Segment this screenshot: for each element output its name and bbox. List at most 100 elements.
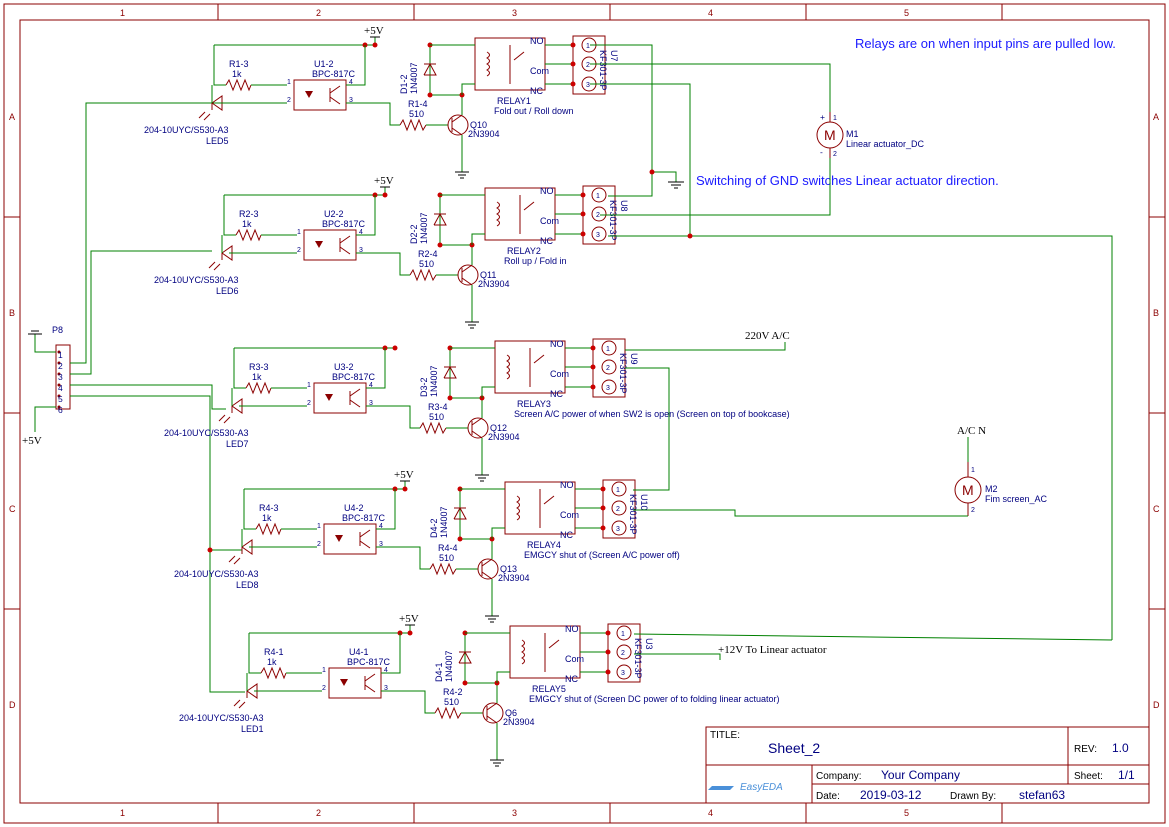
relay-coil	[486, 51, 490, 77]
junction	[590, 384, 596, 390]
m1-pin2: 2	[833, 151, 837, 158]
relay-nc: NC	[540, 236, 553, 246]
junction	[570, 61, 576, 67]
junction	[407, 630, 413, 636]
led-emit	[233, 557, 241, 565]
r-base-value: 510	[444, 697, 459, 707]
junction	[600, 505, 606, 511]
term-pin: 1	[621, 631, 625, 638]
led-emit	[238, 701, 246, 709]
pin-num: 4	[58, 383, 63, 393]
opto-pin: 3	[369, 400, 373, 407]
diode-value: 1N4007	[409, 62, 419, 94]
led-ref: LED7	[226, 439, 249, 449]
transistor	[457, 264, 479, 286]
wire-12v	[634, 653, 721, 660]
wire	[233, 348, 246, 389]
resistor-led	[225, 78, 252, 92]
opto-pin: 3	[379, 541, 383, 548]
terminal-screw	[611, 520, 627, 536]
wire-in2	[70, 250, 212, 375]
col-label: 5	[904, 808, 909, 818]
opto-tr	[339, 235, 351, 244]
r-base-value: 510	[439, 553, 454, 563]
led-ref: LED5	[206, 136, 229, 146]
relay-desc: EMGCY shut of (Screen A/C power off)	[524, 550, 680, 560]
m1-value: Linear actuator_DC	[846, 139, 925, 149]
wire	[214, 37, 376, 46]
term-pin: 1	[586, 43, 590, 50]
relay-desc: Fold out / Roll down	[494, 106, 574, 116]
term-pin: 1	[606, 346, 610, 353]
wire	[430, 94, 463, 115]
led-ref: LED1	[241, 724, 264, 734]
col-label: 2	[316, 8, 321, 18]
junction	[600, 525, 606, 531]
wire-in1	[70, 102, 219, 364]
relay-nc: NC	[560, 530, 573, 540]
col-label: 2	[316, 808, 321, 818]
row-label: C	[1153, 504, 1160, 514]
wire	[223, 195, 236, 236]
led-emit	[203, 113, 211, 121]
resistor-led	[245, 381, 272, 395]
opto-led	[340, 679, 348, 686]
r-base-ref: R4-2	[443, 687, 463, 697]
wire-in4	[70, 395, 245, 693]
relay-no: NO	[560, 480, 574, 490]
p8-vcc: +5V	[22, 406, 56, 447]
date-label: Date:	[816, 791, 840, 802]
junction	[570, 42, 576, 48]
opto-led	[335, 535, 343, 542]
opto-pin: 3	[349, 97, 353, 104]
relay-channel: R3-31k204-10UYC/S530-A3LED7U3-2BPC-817C1…	[164, 338, 790, 482]
opto-tr	[364, 673, 376, 682]
diode-ref: D1-2	[399, 74, 409, 94]
wire	[381, 633, 401, 674]
relay-com: Com	[560, 510, 579, 520]
term-pin: 3	[586, 82, 590, 89]
drawing-frame: 1 2 3 4 5 1 2 3 4 5 A B C D A B C D	[3, 3, 1166, 824]
opto-tr	[329, 96, 341, 105]
r-base-value: 510	[429, 412, 444, 422]
wire	[376, 489, 396, 530]
terminal-screw	[601, 340, 617, 356]
r-led-ref: R2-3	[239, 209, 259, 219]
opto-pin: 1	[322, 667, 326, 674]
date-value: 2019-03-12	[860, 788, 922, 802]
r-led-ref: R3-3	[249, 362, 269, 372]
wire	[376, 546, 430, 570]
acn-label: A/C N	[957, 425, 986, 437]
term-pin: 2	[586, 62, 590, 69]
terminal-screw	[601, 379, 617, 395]
relay-desc: Screen A/C power of when SW2 is open (Sc…	[514, 409, 790, 419]
term-value: KF301-3P	[608, 200, 618, 241]
term-pin: 3	[606, 385, 610, 392]
company-value: Your Company	[881, 768, 960, 782]
wire	[356, 252, 410, 276]
relay-nc: NC	[550, 389, 563, 399]
wire	[249, 625, 411, 634]
term-pin: 1	[616, 487, 620, 494]
led-part: 204-10UYC/S530-A3	[144, 125, 229, 135]
q-ref: Q6	[505, 708, 517, 718]
term-value: KF301-3P	[628, 494, 638, 535]
svg-text:M: M	[962, 482, 974, 498]
wire	[346, 45, 366, 86]
junction	[402, 486, 408, 492]
opto-pin: 4	[369, 382, 373, 389]
junction	[462, 680, 468, 686]
p8-vcc-label: +5V	[22, 435, 42, 447]
junction	[590, 345, 596, 351]
led-part: 204-10UYC/S530-A3	[179, 713, 264, 723]
term-pin: 2	[616, 506, 620, 513]
wire	[491, 527, 505, 539]
p8-gnd	[28, 330, 56, 353]
led-ref: LED6	[216, 286, 239, 296]
resistor-base	[399, 118, 427, 132]
led-emit	[228, 555, 236, 563]
wire	[381, 690, 435, 714]
terminal-screw	[611, 481, 627, 497]
q-ref: Q11	[480, 270, 496, 280]
term-pin: 3	[596, 232, 600, 239]
